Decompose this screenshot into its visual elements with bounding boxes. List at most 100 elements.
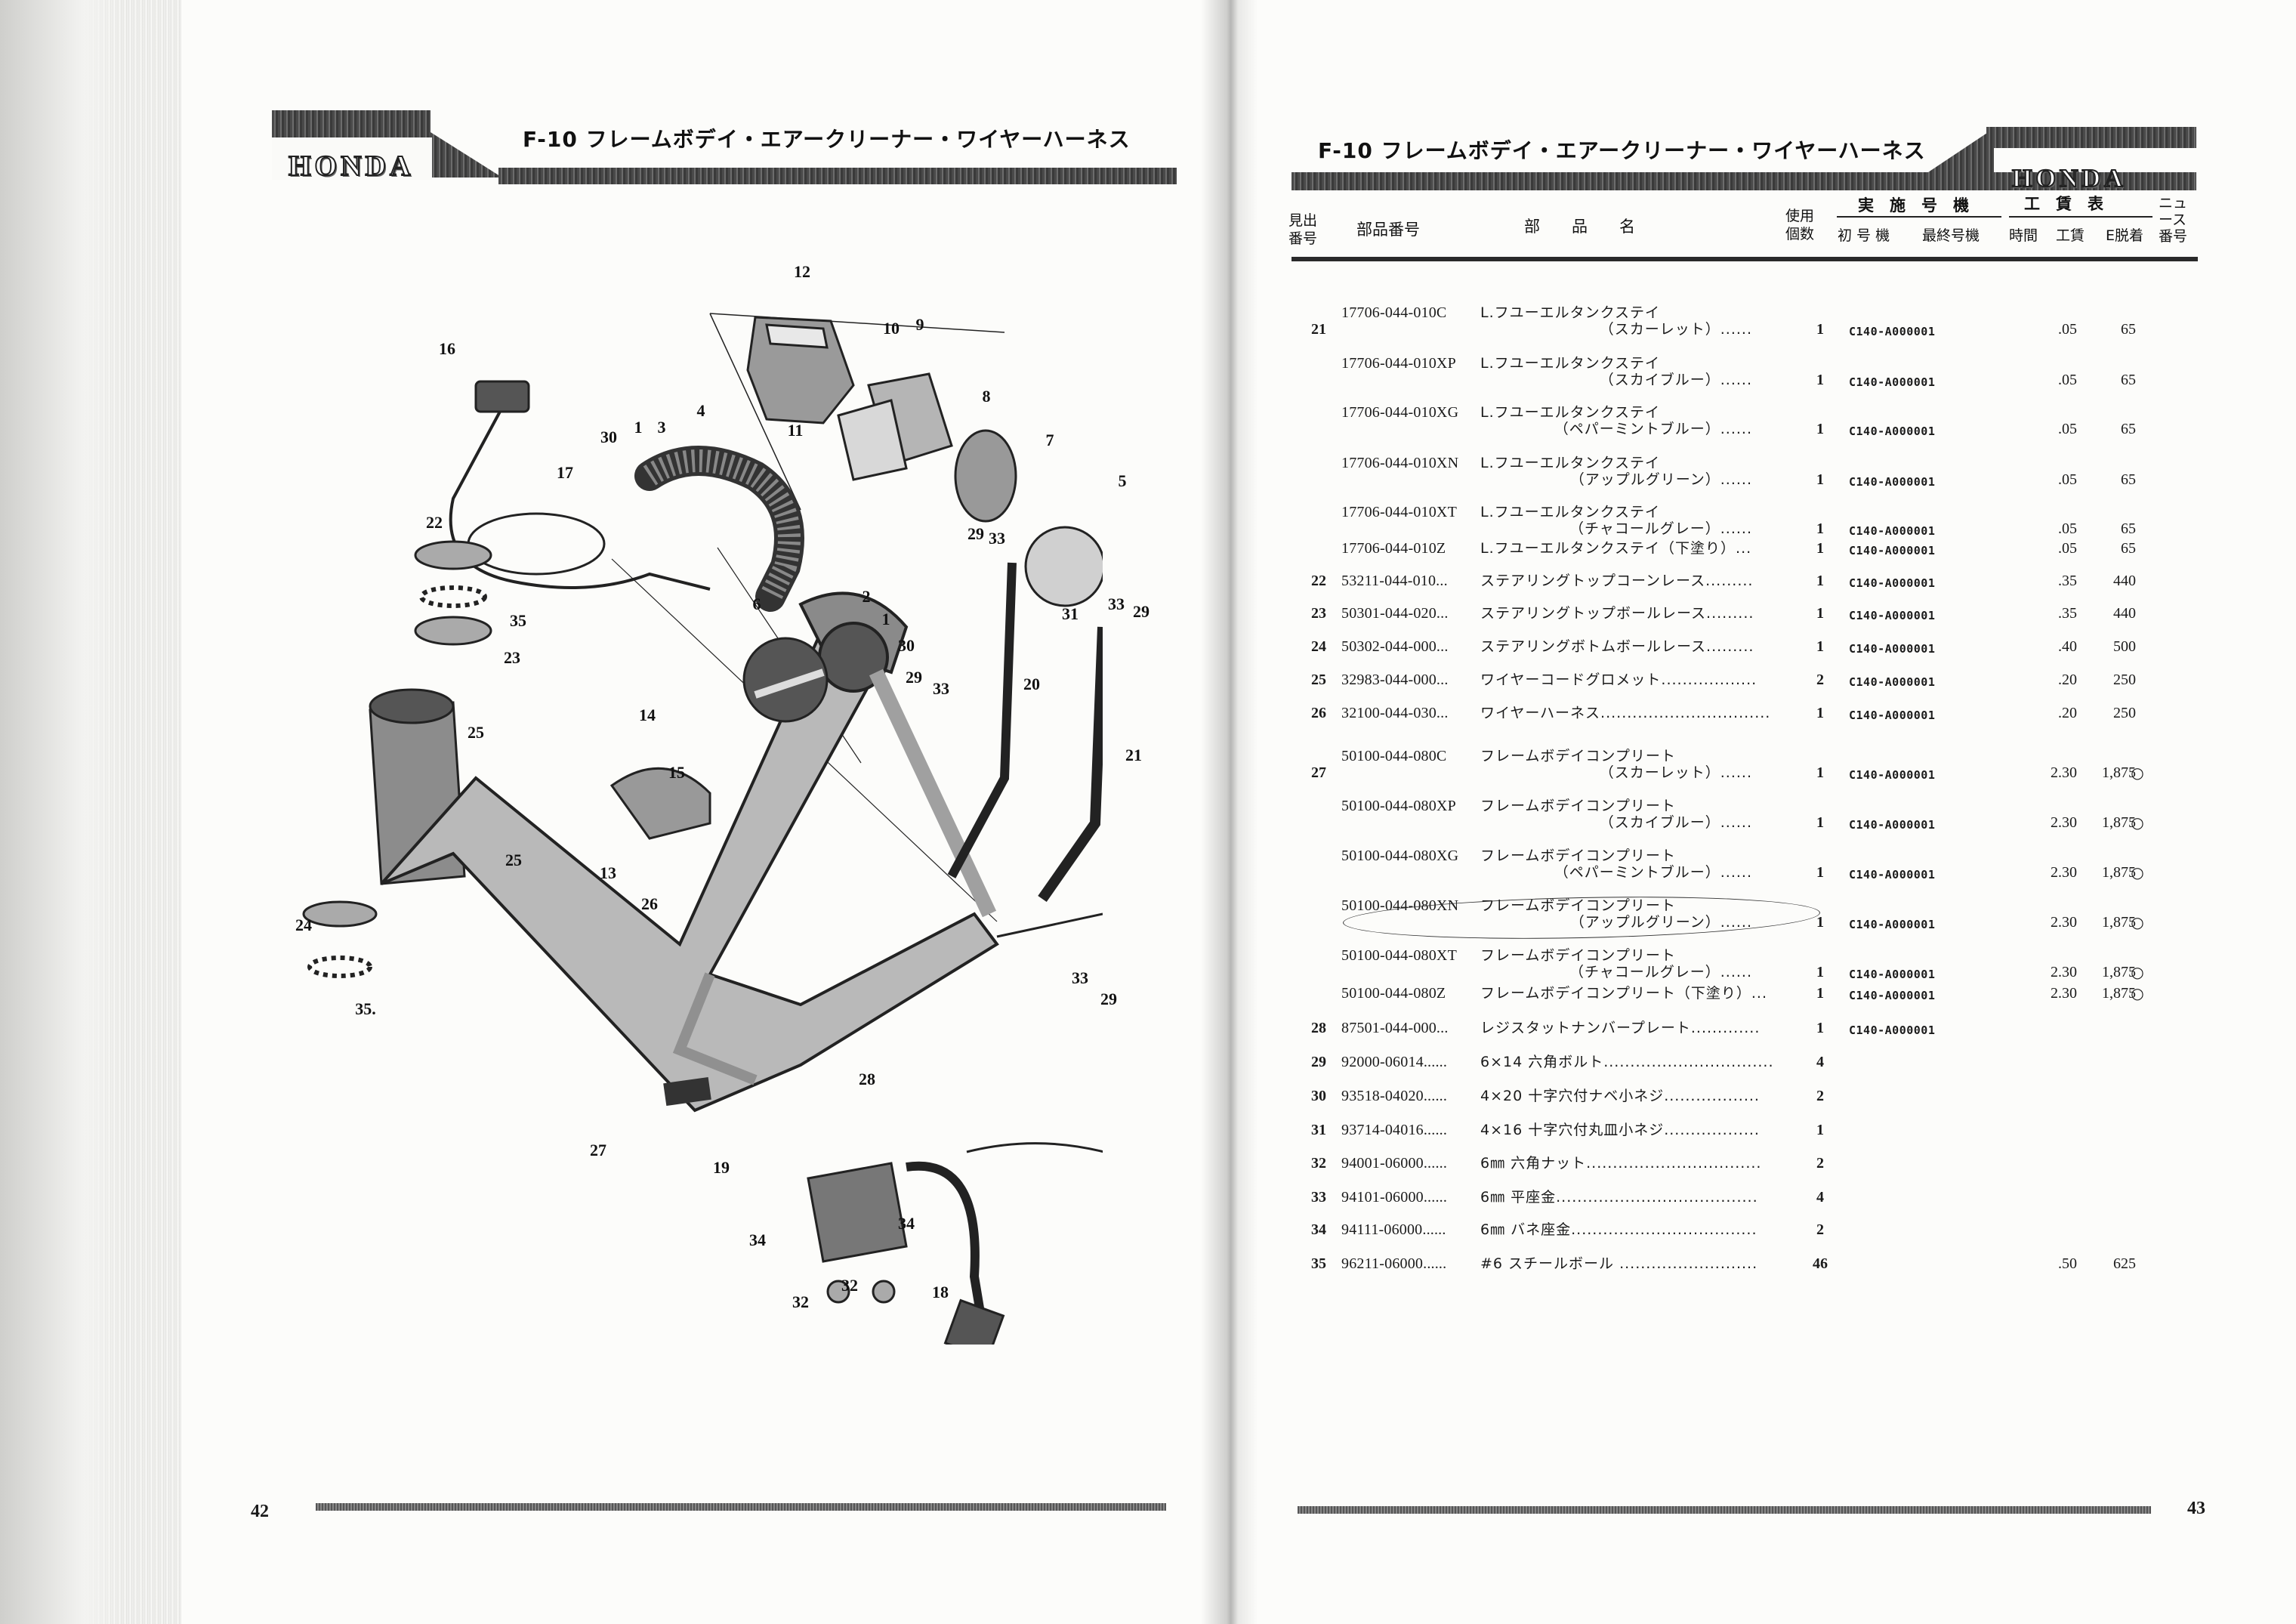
labor-hours-cell: .05 (2058, 372, 2077, 388)
part-name-color-cell: （アップルグリーン）...... (1569, 471, 1752, 488)
callout: 33 (933, 679, 949, 698)
header-ref-no: 見出番号 (1288, 212, 1318, 247)
fuel-tank-stay-l (947, 562, 1017, 878)
callout: 9 (915, 315, 924, 334)
callout: 29 (906, 668, 922, 687)
quantity-cell: 1 (1816, 321, 1824, 338)
labor-hours-cell: .35 (2058, 605, 2077, 622)
news-mark-cell: ○ (2131, 863, 2144, 881)
labor-wage-cell: 1,875 (2102, 985, 2136, 1002)
quantity-cell: 1 (1816, 540, 1824, 557)
ref-no-cell: 25 (1311, 672, 1326, 688)
left-page-number: 42 (251, 1502, 269, 1521)
part-number-cell: 17706-044-010Z (1341, 540, 1446, 557)
labor-hours-cell: 2.30 (2051, 985, 2077, 1002)
first-serial-cell: C140-A000001 (1849, 918, 1936, 931)
part-number-cell: 50100-044-080XN (1341, 897, 1459, 914)
callout: 2 (862, 587, 871, 606)
part-number-cell: 17706-044-010XN (1341, 455, 1459, 471)
first-serial-cell: C140-A000001 (1849, 868, 1936, 881)
ref-no-cell: 23 (1311, 605, 1326, 622)
part-name-color-cell: （アップルグリーン）...... (1569, 914, 1752, 931)
ref-no-cell: 27 (1311, 764, 1326, 781)
labor-hours-cell: .05 (2058, 520, 2077, 537)
callout: 18 (932, 1283, 949, 1301)
callout: 32 (792, 1292, 809, 1311)
ref-no-cell: 26 (1311, 705, 1326, 721)
first-serial-cell: C140-A000001 (1849, 818, 1936, 832)
ref-no-cell: 35 (1311, 1255, 1326, 1272)
first-serial-cell: C140-A000001 (1849, 524, 1936, 538)
part-name-color-cell: （チャコールグレー）...... (1569, 964, 1752, 980)
news-mark-cell: ○ (2131, 984, 2144, 1002)
labor-wage-cell: 65 (2121, 471, 2136, 488)
right-header-band-top (1986, 127, 2196, 148)
quantity-cell: 1 (1816, 471, 1824, 488)
first-serial-cell: C140-A000001 (1849, 375, 1936, 389)
frame-illustration (302, 313, 1119, 1360)
ref-no-cell: 22 (1311, 573, 1326, 589)
part-number-cell: 94001-06000...... (1341, 1155, 1448, 1172)
labor-hours-cell: 2.30 (2051, 964, 2077, 980)
callout: 29 (1100, 990, 1117, 1008)
first-serial-cell: C140-A000001 (1849, 325, 1936, 338)
air-hose (634, 446, 804, 612)
part-number-cell: 93518-04020...... (1341, 1088, 1448, 1104)
left-footer-rule (316, 1503, 1166, 1511)
quantity-cell: 1 (1816, 605, 1824, 622)
callout: 25 (505, 851, 522, 869)
callout: 30 (600, 428, 617, 446)
callout: 4 (696, 401, 705, 420)
part-number-cell: 94101-06000...... (1341, 1189, 1448, 1206)
part-number-cell: 87501-044-000... (1341, 1020, 1449, 1036)
ref-no-cell: 28 (1311, 1020, 1326, 1036)
part-number-cell: 93714-04016...... (1341, 1122, 1448, 1138)
callout: 1 (881, 610, 890, 628)
labor-hours-cell: .05 (2058, 321, 2077, 338)
part-name-cell: L.フユーエルタンクステイ (1480, 304, 1661, 321)
callout: 29 (1133, 602, 1150, 621)
labor-wage-cell: 1,875 (2102, 914, 2136, 931)
part-name-color-cell: （チャコールグレー）...... (1569, 520, 1752, 537)
quantity-cell: 2 (1816, 1088, 1824, 1104)
header-first-serial: 初 号 機 (1838, 227, 1890, 244)
header-serial-rule (1837, 216, 2001, 218)
part-name-cell: 6×14 六角ボルト..............................… (1480, 1054, 1774, 1070)
first-serial-cell: C140-A000001 (1849, 989, 1936, 1002)
header-e-removal: E脱着 (2106, 227, 2144, 244)
labor-wage-cell: 1,875 (2102, 764, 2136, 781)
book-gutter (1201, 0, 1258, 1624)
labor-hours-cell: .20 (2058, 672, 2077, 688)
callout: 34 (898, 1214, 915, 1233)
labor-hours-cell: 2.30 (2051, 914, 2077, 931)
part-name-cell: L.フユーエルタンクステイ (1480, 355, 1661, 372)
part-number-cell: 94111-06000...... (1341, 1221, 1446, 1238)
header-qty: 使用個数 (1785, 208, 1815, 242)
part-name-cell: ワイヤーコードグロメット.................. (1480, 672, 1757, 688)
callout: 7 (1045, 431, 1054, 449)
quantity-cell: 1 (1816, 372, 1824, 388)
air-cleaner-case (746, 316, 855, 425)
left-brand-logo: HONDA (288, 150, 415, 183)
part-name-cell: 4×16 十字穴付丸皿小ネジ.................. (1480, 1122, 1760, 1138)
labor-hours-cell: .20 (2058, 705, 2077, 721)
quantity-cell: 2 (1816, 1221, 1824, 1238)
part-name-cell: レジスタットナンバープレート............. (1480, 1020, 1761, 1036)
callout: 33 (1072, 968, 1088, 987)
part-name-cell: ワイヤーハーネス................................ (1480, 705, 1771, 721)
quantity-cell: 1 (1816, 914, 1824, 931)
left-header-band-top (272, 110, 430, 137)
right-page-title: F-10 フレームボデイ・エアークリーナー・ワイヤーハーネス (1318, 138, 1926, 163)
quantity-cell: 46 (1813, 1255, 1828, 1272)
callout: 19 (713, 1158, 730, 1177)
labor-hours-cell: .05 (2058, 421, 2077, 437)
exploded-parts-diagram: 12 10 9 16 11 30 1 3 4 8 7 17 5 22 29 33… (227, 249, 1150, 1360)
header-part-name: 部 品 名 (1524, 218, 1635, 236)
